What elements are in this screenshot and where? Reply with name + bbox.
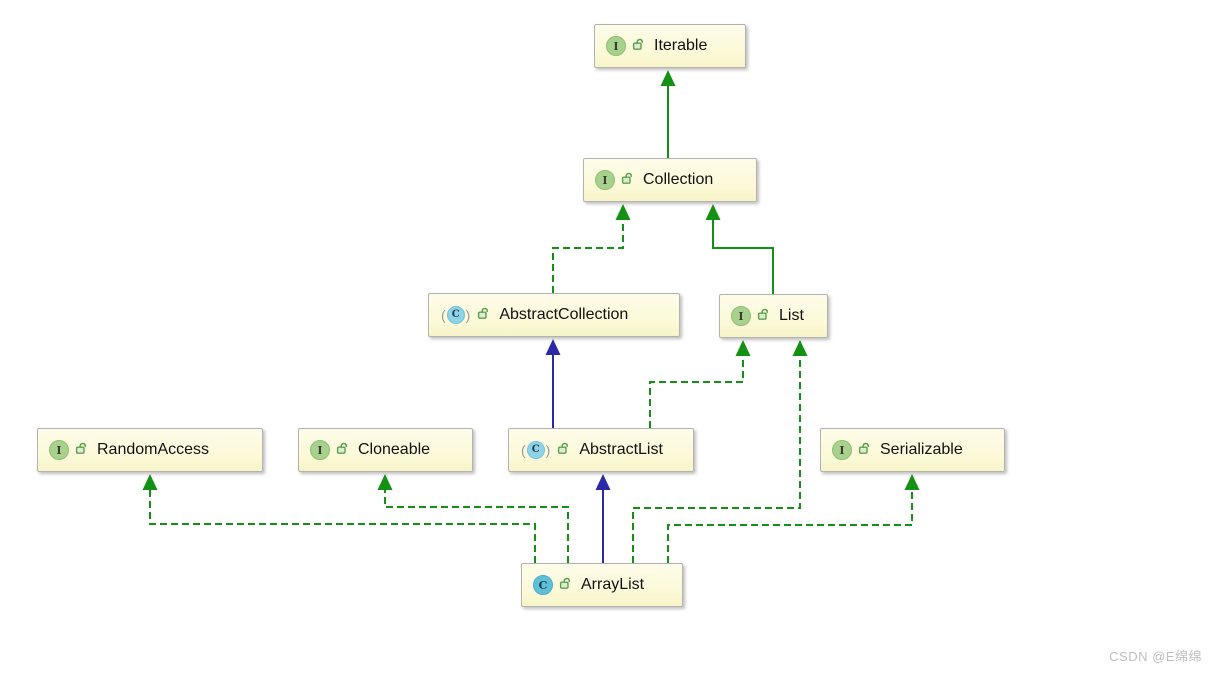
interface-icon: I	[310, 440, 330, 460]
interface-icon: I	[606, 36, 626, 56]
node-abstractlist[interactable]: (C) AbstractList	[508, 428, 694, 472]
arrowhead-abstractlist	[595, 474, 611, 490]
edge-list-to-collection	[712, 220, 774, 294]
public-unlocked-icon	[757, 307, 770, 326]
node-serializable[interactable]: I Serializable	[820, 428, 1005, 472]
public-unlocked-icon	[858, 441, 871, 460]
edge-arraylist-to-serializable	[667, 490, 913, 563]
node-randomaccess[interactable]: I RandomAccess	[37, 428, 263, 472]
public-unlocked-icon	[75, 441, 88, 460]
node-label: Iterable	[654, 37, 708, 54]
arrowhead-cloneable	[377, 474, 393, 490]
arrowhead-list	[792, 340, 808, 356]
node-label: List	[779, 307, 804, 324]
arrowhead-collection	[705, 204, 721, 220]
class-icon: C	[533, 575, 553, 595]
arrowhead-serializable	[904, 474, 920, 490]
arrowhead-iterable	[660, 70, 676, 86]
public-unlocked-icon	[477, 306, 490, 325]
node-label: Serializable	[880, 441, 963, 458]
edge-arraylist-to-randomaccess	[149, 490, 536, 563]
abstract-class-icon: (C)	[521, 441, 551, 459]
arrowhead-collection	[615, 204, 631, 220]
edge-arraylist-to-cloneable	[384, 490, 569, 563]
abstract-class-icon: (C)	[441, 306, 471, 324]
node-label: AbstractCollection	[499, 306, 629, 323]
watermark: CSDN @E绵绵	[1109, 649, 1202, 664]
arrowhead-list	[735, 340, 751, 356]
arrowhead-abstractcollection	[545, 339, 561, 355]
node-label: Collection	[643, 171, 714, 188]
node-label: AbstractList	[579, 441, 663, 458]
interface-icon: I	[49, 440, 69, 460]
node-list[interactable]: I List	[719, 294, 828, 338]
interface-icon: I	[832, 440, 852, 460]
public-unlocked-icon	[559, 576, 572, 595]
interface-icon: I	[595, 170, 615, 190]
interface-icon: I	[731, 306, 751, 326]
node-iterable[interactable]: I Iterable	[594, 24, 746, 68]
public-unlocked-icon	[336, 441, 349, 460]
node-abstractcollection[interactable]: (C) AbstractCollection	[428, 293, 680, 337]
node-cloneable[interactable]: I Cloneable	[298, 428, 473, 472]
arrowhead-randomaccess	[142, 474, 158, 490]
public-unlocked-icon	[621, 171, 634, 190]
node-label: RandomAccess	[97, 441, 210, 458]
public-unlocked-icon	[632, 37, 645, 56]
public-unlocked-icon	[557, 441, 570, 460]
edge-arraylist-to-list	[632, 356, 801, 563]
node-arraylist[interactable]: C ArrayList	[521, 563, 683, 607]
node-label: ArrayList	[581, 576, 645, 593]
node-collection[interactable]: I Collection	[583, 158, 757, 202]
edge-abstractlist-to-list	[649, 356, 744, 428]
node-label: Cloneable	[358, 441, 431, 458]
edge-abstractcollection-to-collection	[552, 220, 624, 293]
